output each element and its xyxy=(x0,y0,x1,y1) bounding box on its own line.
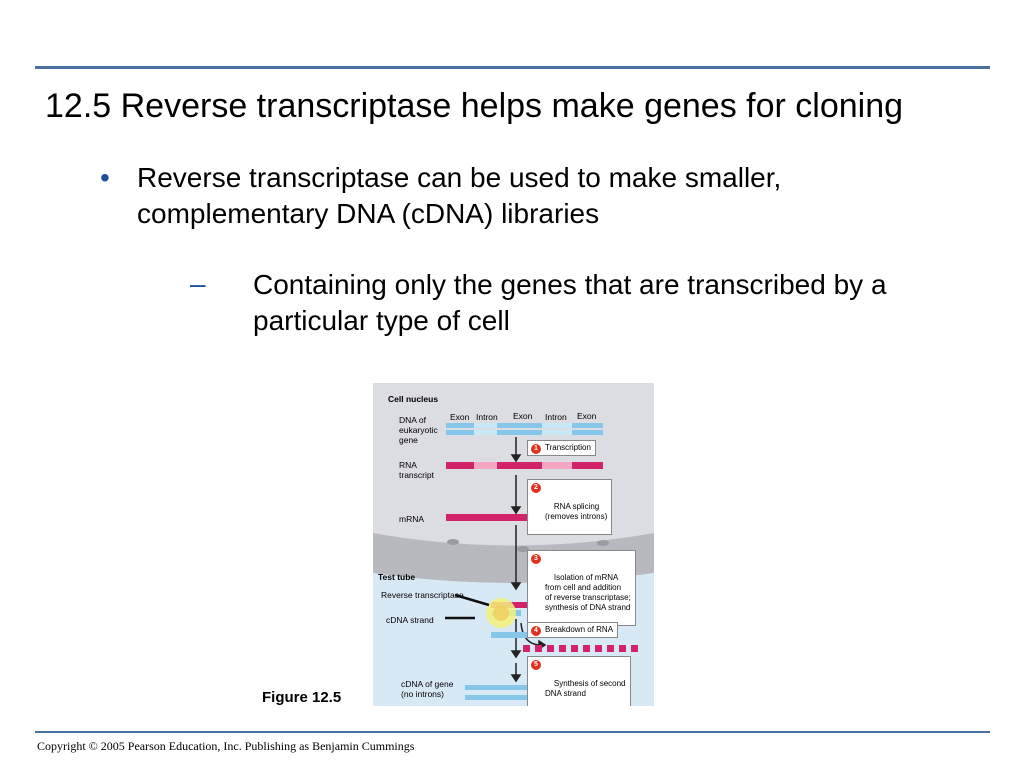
nuclear-pore xyxy=(597,540,609,546)
step-2-text: RNA splicing (removes introns) xyxy=(545,502,608,521)
cell-nucleus-label: Cell nucleus xyxy=(388,394,439,404)
dna-strands xyxy=(446,423,603,435)
bottom-rule xyxy=(35,731,990,733)
cdna-figure: Cell nucleus DNA of eukaryotic gene Exon… xyxy=(373,383,654,706)
cdna-gene-strand-1 xyxy=(465,685,565,690)
cdna-strand-label: cDNA strand xyxy=(386,615,434,625)
rna-transcript-strand xyxy=(446,462,603,469)
mrna-label: mRNA xyxy=(399,514,425,524)
sub-bullet-marker: – xyxy=(190,268,206,299)
step-1-number: 1 xyxy=(531,444,541,454)
copyright-text: Copyright © 2005 Pearson Education, Inc.… xyxy=(37,739,415,753)
step-2-box: 2 RNA splicing (removes introns) xyxy=(527,479,613,535)
segment-intron-2: Intron xyxy=(545,412,567,422)
reverse-transcriptase-label: Reverse transcriptase xyxy=(381,590,464,600)
step-5-text: Synthesis of second DNA strand xyxy=(545,679,626,698)
figure-caption: Figure 12.5 xyxy=(262,689,342,706)
step-3-text: Isolation of mRNA from cell and addition… xyxy=(545,573,631,612)
rna-transcript-label: RNA transcript xyxy=(399,460,434,480)
test-tube-label: Test tube xyxy=(378,572,416,582)
dna-label: DNA of eukaryotic gene xyxy=(399,415,438,445)
sub-bullet-text: Containing only the genes that are trans… xyxy=(253,269,887,336)
top-rule xyxy=(35,66,990,69)
cdna-of-gene-label: cDNA of gene (no introns) xyxy=(401,679,454,699)
nuclear-pore xyxy=(517,546,529,552)
segment-exon-3: Exon xyxy=(577,411,597,421)
step-1-text: Transcription xyxy=(545,443,591,452)
reverse-transcriptase-enzyme xyxy=(493,605,509,621)
step-1-box: 1 Transcription xyxy=(527,440,596,456)
nuclear-pore xyxy=(447,539,459,545)
step-3-box: 3 Isolation of mRNA from cell and additi… xyxy=(527,550,636,626)
slide-title: 12.5 Reverse transcriptase helps make ge… xyxy=(45,87,904,125)
segment-exon-1: Exon xyxy=(450,412,470,422)
enzyme-pointer xyxy=(454,593,490,607)
step-4-text: Breakdown of RNA xyxy=(545,625,614,634)
segment-intron-1: Intron xyxy=(476,412,498,422)
cdna-single-strand xyxy=(491,632,531,638)
step-4-box: 4 Breakdown of RNA xyxy=(527,622,619,638)
bullet-marker: • xyxy=(100,162,110,193)
bullet-text: Reverse transcriptase can be used to mak… xyxy=(137,162,782,229)
step-2-number: 2 xyxy=(531,483,541,493)
step-5-box: 5 Synthesis of second DNA strand xyxy=(527,656,631,706)
step-4-number: 4 xyxy=(531,626,541,636)
mrna-strand xyxy=(446,514,551,521)
segment-exon-2: Exon xyxy=(513,411,533,421)
step-5-number: 5 xyxy=(531,660,541,670)
cdna-gene-strand-2 xyxy=(465,695,565,700)
rna-fragments xyxy=(523,645,638,652)
step-3-number: 3 xyxy=(531,554,541,564)
